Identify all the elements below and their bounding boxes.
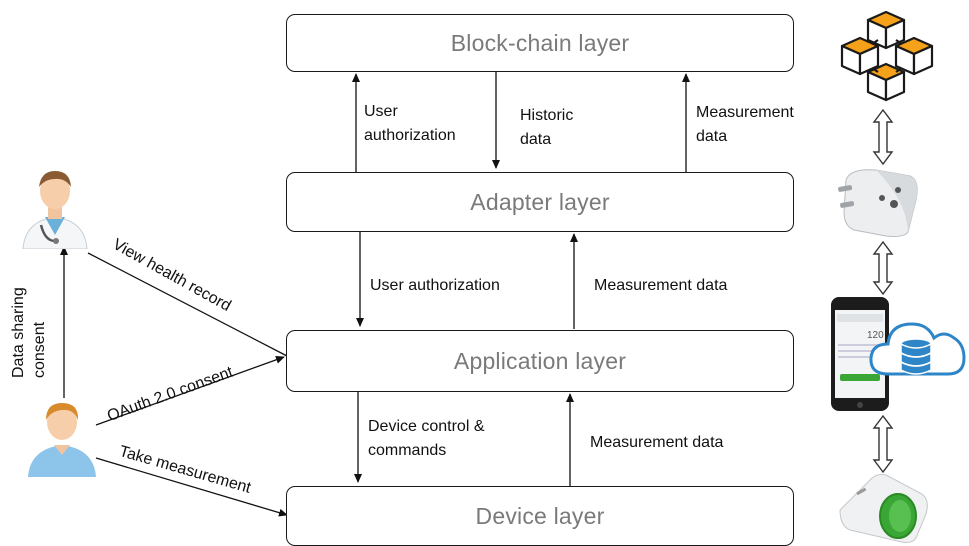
label-device-control: Device control & commands (368, 418, 485, 459)
arrow-take-measurement (95, 457, 288, 517)
blood-pressure-cuff-icon (839, 473, 928, 543)
smartphone-icon: 120 (831, 297, 889, 411)
label-user-authorization-app: User authorization (370, 277, 500, 294)
label-data-sharing-consent: Data sharing consent (10, 287, 48, 378)
svg-text:120: 120 (867, 330, 884, 341)
arrow-view-health-record (87, 252, 288, 357)
patient-icon (28, 403, 96, 477)
double-arrow-icon (872, 240, 894, 296)
application-layer-label: Application layer (453, 347, 627, 374)
blockchain-layer-label: Block-chain layer (450, 29, 630, 56)
adapter-layer-box: Adapter layer (286, 172, 794, 232)
adapter-layer-label: Adapter layer (470, 188, 610, 215)
blockchain-layer-box: Block-chain layer (286, 14, 794, 72)
double-arrow-icon (872, 414, 894, 474)
label-measurement-data-bc: Measurement data (696, 104, 794, 145)
device-layer-box: Device layer (286, 486, 794, 546)
label-measurement-data-app: Measurement data (594, 277, 728, 294)
cloud-database-icon (869, 322, 966, 376)
arrow-oauth-consent (95, 355, 285, 426)
power-adapter-icon (838, 169, 918, 237)
label-user-authorization-bc: User authorization (364, 103, 456, 144)
label-historic-data: Historic data (520, 107, 574, 148)
device-layer-label: Device layer (475, 502, 605, 529)
application-layer-box: Application layer (286, 330, 794, 392)
label-measurement-data-device: Measurement data (590, 434, 724, 451)
doctor-icon (22, 171, 88, 249)
double-arrow-icon (872, 108, 894, 166)
blockchain-cubes-icon (840, 10, 934, 102)
